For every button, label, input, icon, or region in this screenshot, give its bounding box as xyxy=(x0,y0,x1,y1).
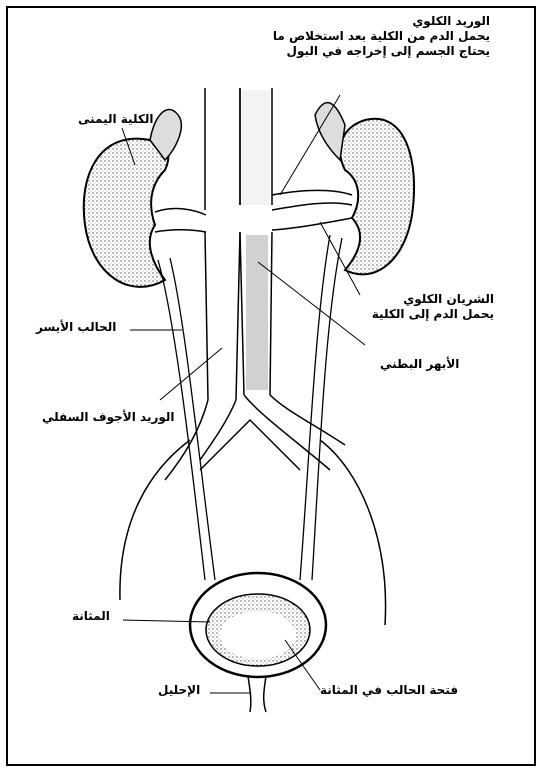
renal-vein-crossing xyxy=(272,190,352,195)
body-outline-right xyxy=(320,440,386,625)
urethra-label: الإحليل xyxy=(158,683,200,698)
ureter-opening-label: فتحة الحالب في المثانة xyxy=(320,683,458,698)
bladder-cavity xyxy=(220,611,296,659)
vena-cava-lower xyxy=(205,232,240,400)
aorta-upper-shade xyxy=(242,90,270,205)
left-kidney xyxy=(340,119,414,275)
bladder-label: المثانة xyxy=(72,609,110,624)
right-kidney-label: الكلية اليمنى xyxy=(78,112,153,127)
right-renal-vessels xyxy=(155,209,206,232)
renal-vein-label: الوريد الكلوي يحمل الدم من الكلية بعد اس… xyxy=(273,14,490,59)
aorta-label: الأبهر البطني xyxy=(380,357,459,372)
vena-cava-label: الوريد الأجوف السفلي xyxy=(42,410,175,425)
left-ureter-label: الحالب الأيسر xyxy=(36,320,116,335)
body-outline-left xyxy=(120,440,190,600)
left-renal-vessels xyxy=(272,203,352,230)
renal-artery-label: الشريان الكلوي يحمل الدم إلى الكلية xyxy=(372,292,494,322)
vena-cava-upper xyxy=(205,88,240,210)
aorta-lower-shade xyxy=(246,235,268,390)
left-ureter xyxy=(300,235,342,580)
urethra-tube xyxy=(248,676,266,712)
right-kidney xyxy=(84,139,169,287)
